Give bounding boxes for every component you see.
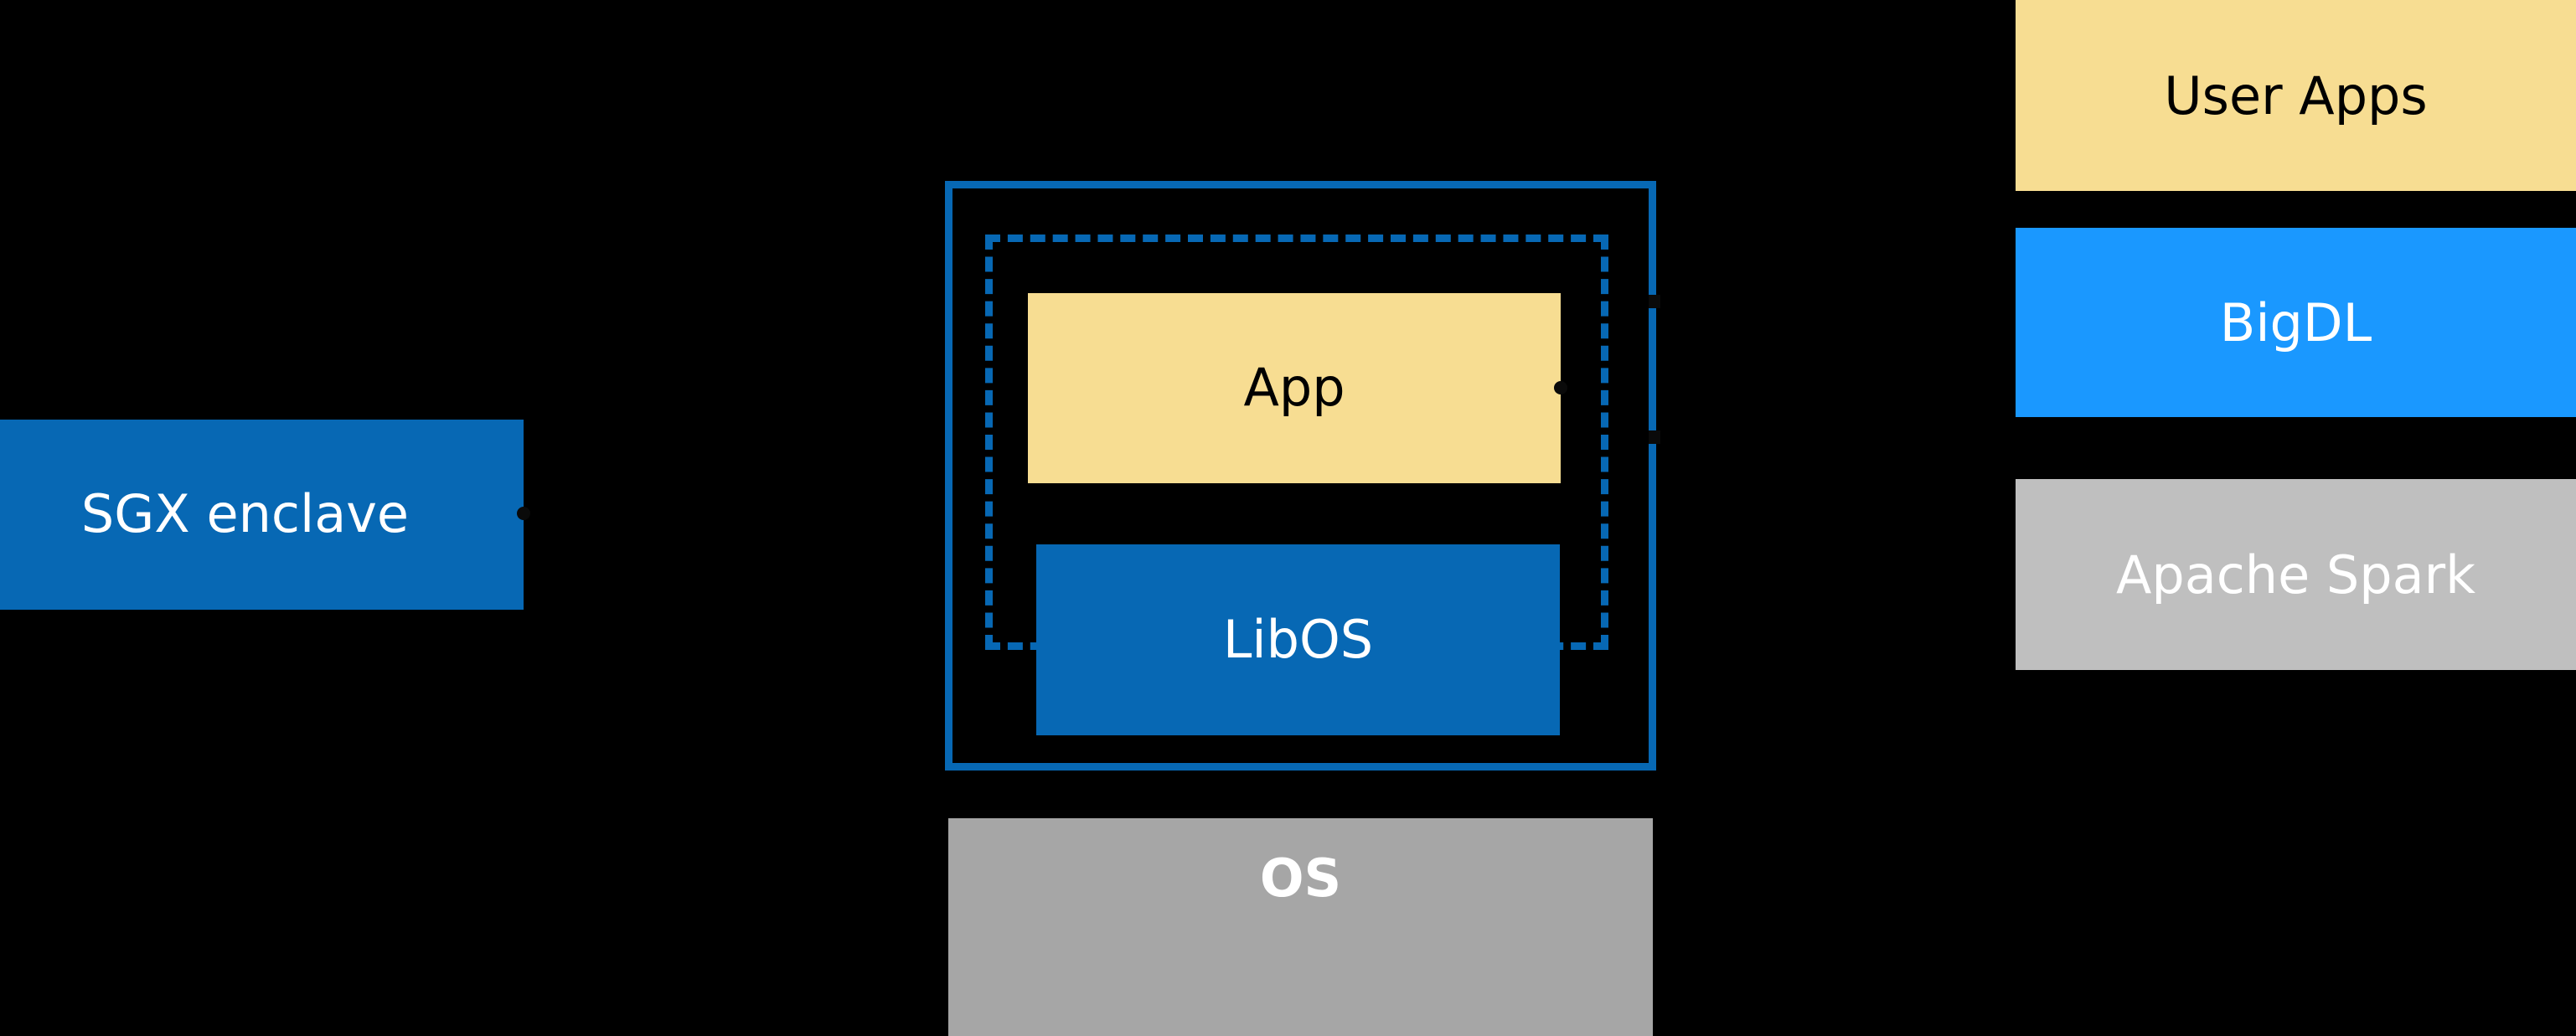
connector-break-lower-icon (1649, 430, 1660, 444)
app-box: App (1028, 293, 1561, 483)
user-apps-box: User Apps (2016, 0, 2576, 191)
libos-box: LibOS (1036, 544, 1560, 735)
bigdl-label: BigDL (2219, 291, 2372, 353)
sgx-enclave-label: SGX enclave (80, 483, 410, 545)
connector-break-upper-icon (1649, 295, 1660, 308)
apache-spark-label: Apache Spark (2115, 544, 2476, 606)
app-label: App (1243, 357, 1345, 419)
sgx-enclave-label-box: SGX enclave (0, 420, 524, 610)
bigdl-box: BigDL (2016, 228, 2576, 417)
user-apps-label: User Apps (2164, 64, 2428, 126)
sgx-connector-dot-icon (517, 507, 530, 520)
os-box: OS (948, 818, 1653, 1036)
app-connector-dot-icon (1554, 381, 1567, 394)
apache-spark-box: Apache Spark (2016, 479, 2576, 670)
os-label: OS (1259, 848, 1342, 909)
enclave-boundary-solid (945, 181, 1656, 771)
libos-label: LibOS (1222, 608, 1374, 670)
software-stack: User Apps BigDL Apache Spark (2016, 0, 2576, 670)
